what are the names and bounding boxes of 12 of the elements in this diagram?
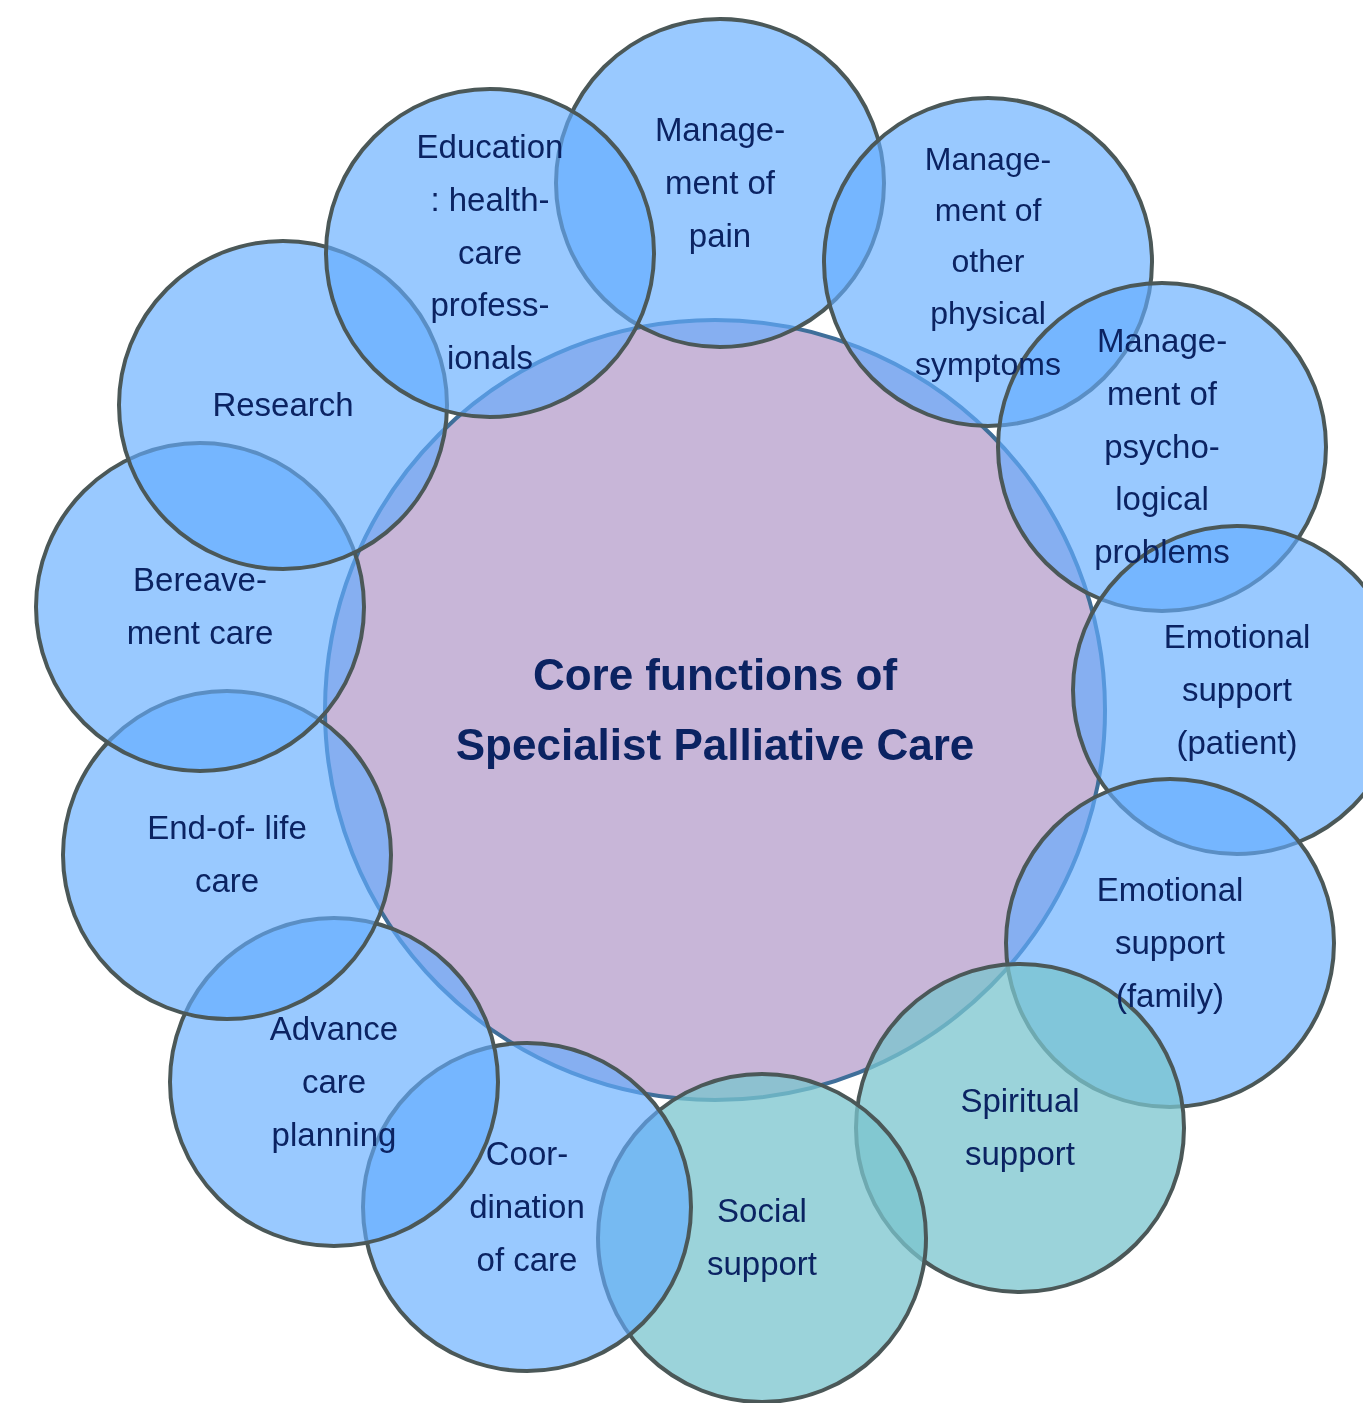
function-label: Manage- ment of pain xyxy=(653,109,787,256)
center-title: Core functions of Specialist Palliative Care xyxy=(455,648,975,771)
function-label: Education : health- care profess- ionals xyxy=(415,127,565,379)
function-label: Advance care planning xyxy=(268,1008,400,1155)
function-label: Coor- dination of care xyxy=(468,1133,586,1280)
function-label: End-of- life care xyxy=(147,808,307,901)
function-label: Emotional support (patient) xyxy=(1162,616,1312,763)
function-label: Emotional support (family) xyxy=(1095,869,1245,1016)
function-label: Bereave- ment care xyxy=(125,560,275,653)
function-label: Social support xyxy=(705,1191,819,1284)
function-label: Research xyxy=(211,384,355,425)
function-label: Spiritual support xyxy=(959,1081,1081,1174)
